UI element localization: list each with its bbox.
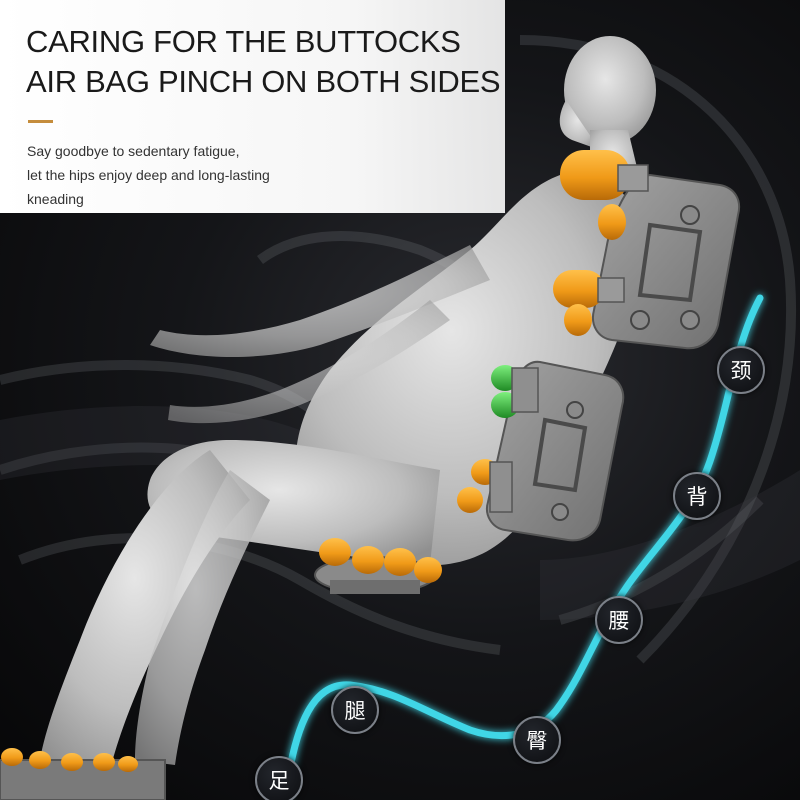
label-hip-text: 臀 bbox=[526, 729, 548, 753]
airbag-icon bbox=[457, 365, 539, 513]
description-line-1: Say goodbye to sedentary fatigue, bbox=[27, 143, 240, 159]
lower-roller-module bbox=[457, 360, 625, 542]
seat-roller-cluster bbox=[314, 538, 442, 594]
label-hip: 臀 bbox=[513, 716, 561, 764]
label-foot-text: 足 bbox=[268, 769, 290, 793]
foot-roller-cluster bbox=[0, 748, 166, 800]
description-line-2: let the hips enjoy deep and long-lasting bbox=[27, 167, 270, 183]
headline-panel: CARING FOR THE BUTTOCKS AIR BAG PINCH ON… bbox=[0, 0, 505, 213]
massage-track-line bbox=[281, 294, 764, 800]
label-neck: 颈 bbox=[717, 346, 765, 394]
label-back: 背 bbox=[673, 472, 721, 520]
upper-roller-module bbox=[553, 150, 740, 350]
label-leg-text: 腿 bbox=[344, 699, 366, 723]
label-leg: 腿 bbox=[331, 686, 379, 734]
headline-line-1: CARING FOR THE BUTTOCKS bbox=[26, 24, 461, 59]
description-line-3: kneading bbox=[27, 191, 84, 207]
label-neck-text: 颈 bbox=[730, 359, 752, 383]
headline: CARING FOR THE BUTTOCKS AIR BAG PINCH ON… bbox=[26, 22, 501, 102]
headline-line-2: AIR BAG PINCH ON BOTH SIDES bbox=[26, 64, 501, 99]
description: Say goodbye to sedentary fatigue, let th… bbox=[27, 139, 270, 211]
label-waist-text: 腰 bbox=[608, 609, 630, 633]
massage-roller-icon bbox=[553, 150, 649, 336]
label-waist: 腰 bbox=[595, 596, 643, 644]
chair-shell bbox=[0, 35, 796, 664]
label-foot: 足 bbox=[255, 756, 303, 800]
label-back-text: 背 bbox=[686, 485, 708, 509]
accent-divider bbox=[28, 120, 53, 123]
